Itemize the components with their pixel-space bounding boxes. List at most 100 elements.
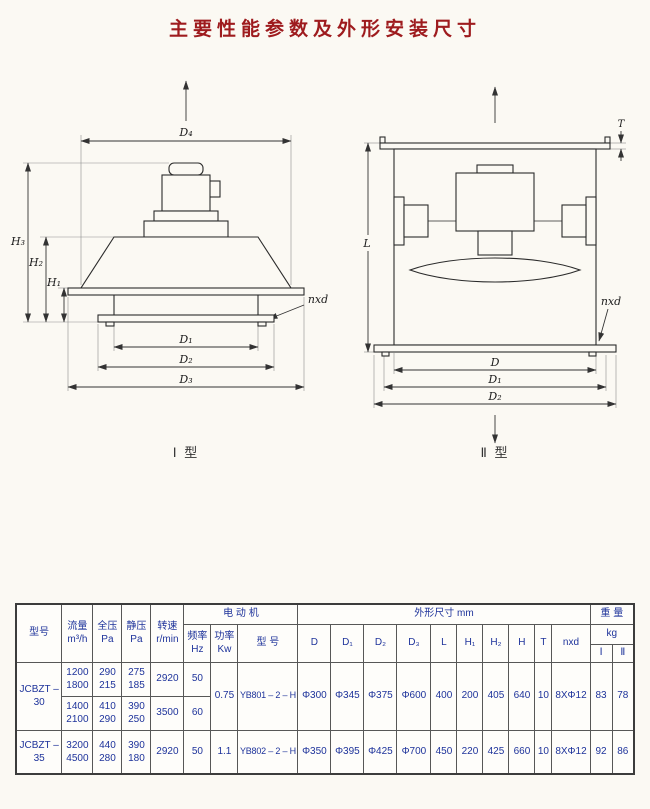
cell-speed: 2920	[150, 661, 185, 697]
cell-speed: 3500	[150, 695, 185, 731]
cell-motor-model: YB801 – 2 – H	[237, 661, 299, 731]
header-power: 功率 Kw	[210, 623, 239, 663]
cell-weight-1: 83	[589, 661, 613, 731]
cell-static-pressure: 275 185	[121, 661, 152, 697]
header-flow-unit: m³/h	[67, 634, 88, 646]
sp-value: 180	[128, 752, 145, 764]
l-label-backing	[361, 235, 374, 251]
cell-model: JCBZT – 35	[15, 729, 63, 775]
d2-dim-label: D₂	[178, 353, 192, 366]
cell-power: 1.1	[210, 729, 239, 775]
header-dim-l: L	[430, 623, 458, 663]
header-tp-name: 全压	[97, 621, 118, 633]
cell-dim-nxd: 8XΦ12	[551, 729, 591, 775]
diagrams-row: D₄ H₃ H₂ H₁ nxd D₁ D₂ D₃ Ⅰ 型	[0, 41, 650, 465]
page-title: 主要性能参数及外形安装尺寸	[168, 19, 481, 40]
tp-value: 290	[99, 667, 116, 678]
cell-dim-h2: 425	[482, 729, 510, 775]
header-static-pressure: 静压 Pa	[121, 603, 152, 663]
cell-dim-t: 10	[534, 729, 553, 775]
cell-static-pressure: 390 180	[121, 729, 152, 775]
cell-dim-d2: Φ375	[363, 661, 398, 731]
header-weight-2: Ⅱ	[611, 643, 635, 663]
type1-dimension-lines	[25, 80, 305, 390]
h1-dim-label: H₁	[46, 276, 61, 289]
cell-dim-d3: Φ600	[396, 661, 432, 731]
flow-value: 3200	[66, 739, 89, 751]
header-dim-t: T	[534, 623, 553, 663]
type1-extension-lines	[23, 135, 305, 391]
cell-frequency: 50	[183, 661, 212, 697]
header-total-pressure: 全压 Pa	[92, 603, 123, 663]
cell-frequency: 60	[183, 695, 212, 731]
header-frequency: 频率 Hz	[183, 623, 212, 663]
nxd-callout-label: nxd	[601, 295, 621, 308]
type2-fan-drawing: T L nxd D D₁ D₂ Ⅱ 型	[361, 86, 626, 460]
cell-dim-nxd: 8XΦ12	[551, 661, 591, 731]
sp-value: 390	[128, 739, 145, 751]
cell-flow: 3200 4500	[61, 729, 94, 775]
cell-weight-2: 86	[611, 729, 635, 775]
header-weight-unit: kg	[589, 623, 635, 645]
flow-value: 1800	[66, 680, 89, 691]
cell-dim-d2: Φ425	[363, 729, 398, 775]
h2-dim-label: H₂	[28, 256, 43, 269]
header-dim-h1: H₁	[456, 623, 484, 663]
sp-value: 390	[128, 701, 145, 712]
header-dim-d3: D₃	[396, 623, 432, 663]
header-dim-h: H	[508, 623, 536, 663]
header-dim-d2: D₂	[363, 623, 398, 663]
cell-dim-d1: Φ395	[330, 729, 365, 775]
spec-table: 型号 流量 m³/h 全压 Pa 静压 Pa 转速 r/min 电 动 机 外形…	[14, 603, 636, 775]
cell-dim-h2: 405	[482, 661, 510, 731]
d1-dim-label: D₁	[178, 333, 192, 346]
cell-weight-1: 92	[589, 729, 613, 775]
cell-static-pressure: 390 250	[121, 695, 152, 731]
cell-weight-2: 78	[611, 661, 635, 731]
header-motor-model: 型 号	[237, 623, 299, 663]
cell-dim-l: 400	[430, 661, 458, 731]
model-line2: 35	[33, 752, 45, 764]
cell-model: JCBZT – 30	[15, 661, 63, 731]
cell-dim-h: 660	[508, 729, 536, 775]
header-flow-name: 流量	[67, 621, 88, 633]
tp-value: 440	[99, 739, 116, 751]
t-dim-label: T	[618, 119, 626, 130]
header-weight-group: 重 量	[589, 603, 635, 625]
type1-caption: Ⅰ 型	[173, 445, 199, 460]
cell-flow: 1400 2100	[61, 695, 94, 731]
h3-dim-label: H₃	[10, 235, 25, 248]
type1-fan-drawing: D₄ H₃ H₂ H₁ nxd D₁ D₂ D₃ Ⅰ 型	[10, 80, 328, 460]
cell-dim-d: Φ350	[297, 729, 332, 775]
tp-value: 215	[99, 680, 116, 691]
cell-dim-d1: Φ345	[330, 661, 365, 731]
tp-value: 280	[99, 752, 116, 764]
flow-value: 1200	[66, 667, 89, 678]
header-freq-name: 频率	[187, 631, 208, 642]
tp-value: 290	[99, 714, 116, 725]
cell-dim-t: 10	[534, 661, 553, 731]
flow-value: 4500	[66, 752, 89, 764]
cell-frequency: 50	[183, 729, 212, 775]
cell-total-pressure: 440 280	[92, 729, 123, 775]
model-line1: JCBZT –	[19, 739, 59, 751]
cell-speed: 2920	[150, 729, 185, 775]
cell-dim-d: Φ300	[297, 661, 332, 731]
sp-value: 250	[128, 714, 145, 725]
header-freq-unit: Hz	[191, 644, 204, 655]
header-dim-d1: D₁	[330, 623, 365, 663]
header-dims-group: 外形尺寸 mm	[297, 603, 591, 625]
cell-total-pressure: 410 290	[92, 695, 123, 731]
d4-dim-label: D₄	[178, 126, 192, 139]
d3-dim-label: D₃	[178, 373, 192, 386]
sp-value: 275	[128, 667, 145, 678]
cell-total-pressure: 290 215	[92, 661, 123, 697]
cell-dim-h: 640	[508, 661, 536, 731]
header-flow: 流量 m³/h	[61, 603, 94, 663]
type1-labels: D₄ H₃ H₂ H₁ nxd D₁ D₂ D₃	[10, 126, 328, 386]
header-sp-name: 静压	[126, 621, 147, 633]
sp-value: 185	[128, 680, 145, 691]
cell-power: 0.75	[210, 661, 239, 731]
cell-dim-h1: 200	[456, 661, 484, 731]
flow-value: 2100	[66, 714, 89, 725]
